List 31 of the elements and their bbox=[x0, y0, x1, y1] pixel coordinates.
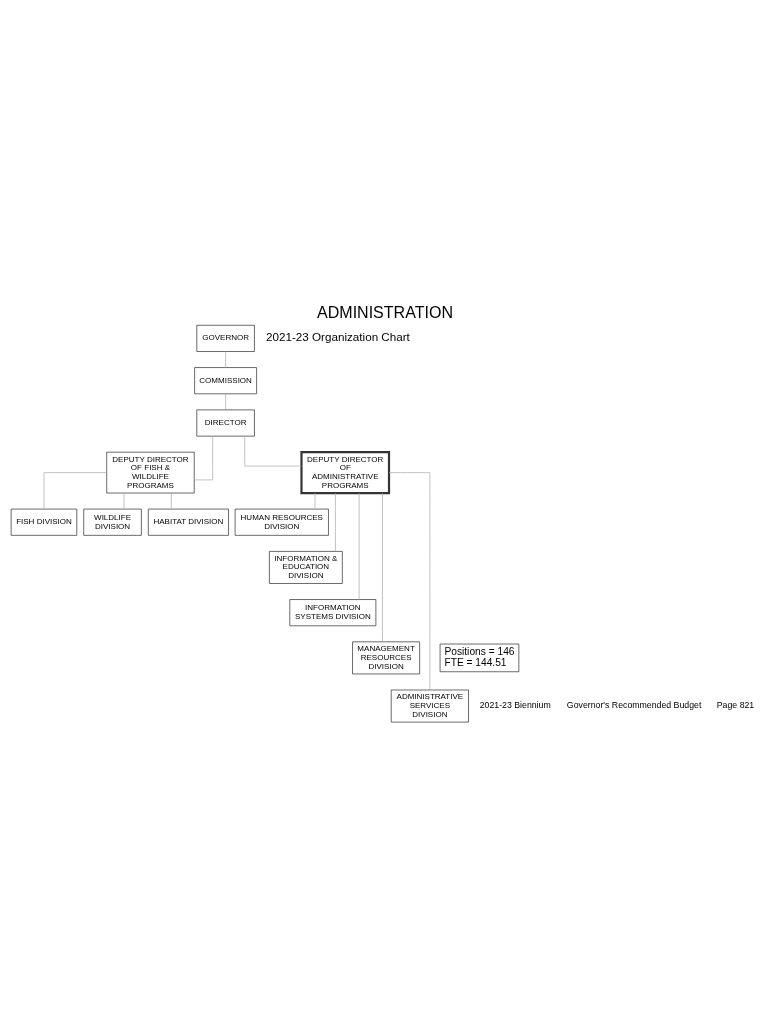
connector bbox=[314, 492, 316, 510]
connector bbox=[358, 492, 360, 600]
node-box: DIRECTOR bbox=[196, 409, 255, 437]
node-box: HUMAN RESOURCES DIVISION bbox=[234, 508, 329, 536]
node-box: FISH DIVISION bbox=[10, 508, 78, 536]
connector bbox=[225, 351, 226, 368]
node-box: ADMINISTRATIVE SERVICES DIVISION bbox=[390, 689, 469, 723]
node-box: GOVERNOR bbox=[196, 324, 255, 352]
connector bbox=[382, 492, 383, 642]
node-box: INFORMATION & EDUCATION DIVISION bbox=[269, 551, 343, 584]
label: 2021-23 Organization Chart bbox=[266, 330, 410, 344]
node-box: INFORMATION SYSTEMS DIVISION bbox=[289, 599, 377, 627]
node-box: DEPUTY DIRECTOR OF FISH & WILDLIFE PROGRAMS bbox=[106, 451, 195, 494]
connector bbox=[335, 492, 336, 552]
node-box: DEPUTY DIRECTOR OF ADMINISTRATIVE PROGRAMS bbox=[300, 451, 391, 495]
connector bbox=[193, 435, 214, 481]
node-box: Positions = 146 FTE = 144.51 bbox=[439, 643, 520, 673]
node-box: MANAGEMENT RESOURCES DIVISION bbox=[352, 641, 420, 675]
connector bbox=[123, 492, 125, 510]
label: Page 821 bbox=[716, 700, 755, 711]
connector bbox=[388, 472, 431, 691]
label: 2021-23 Biennium bbox=[479, 700, 551, 711]
label: Governor's Recommended Budget bbox=[566, 700, 702, 711]
connector bbox=[244, 435, 302, 467]
diagram-title: ADMINISTRATION bbox=[317, 302, 453, 321]
node-box: HABITAT DIVISION bbox=[147, 508, 229, 536]
node-box: COMMISSION bbox=[194, 367, 257, 395]
connector bbox=[43, 472, 107, 510]
connector bbox=[225, 393, 226, 411]
connector bbox=[170, 492, 172, 510]
node-box: WILDLIFE DIVISION bbox=[83, 508, 142, 536]
